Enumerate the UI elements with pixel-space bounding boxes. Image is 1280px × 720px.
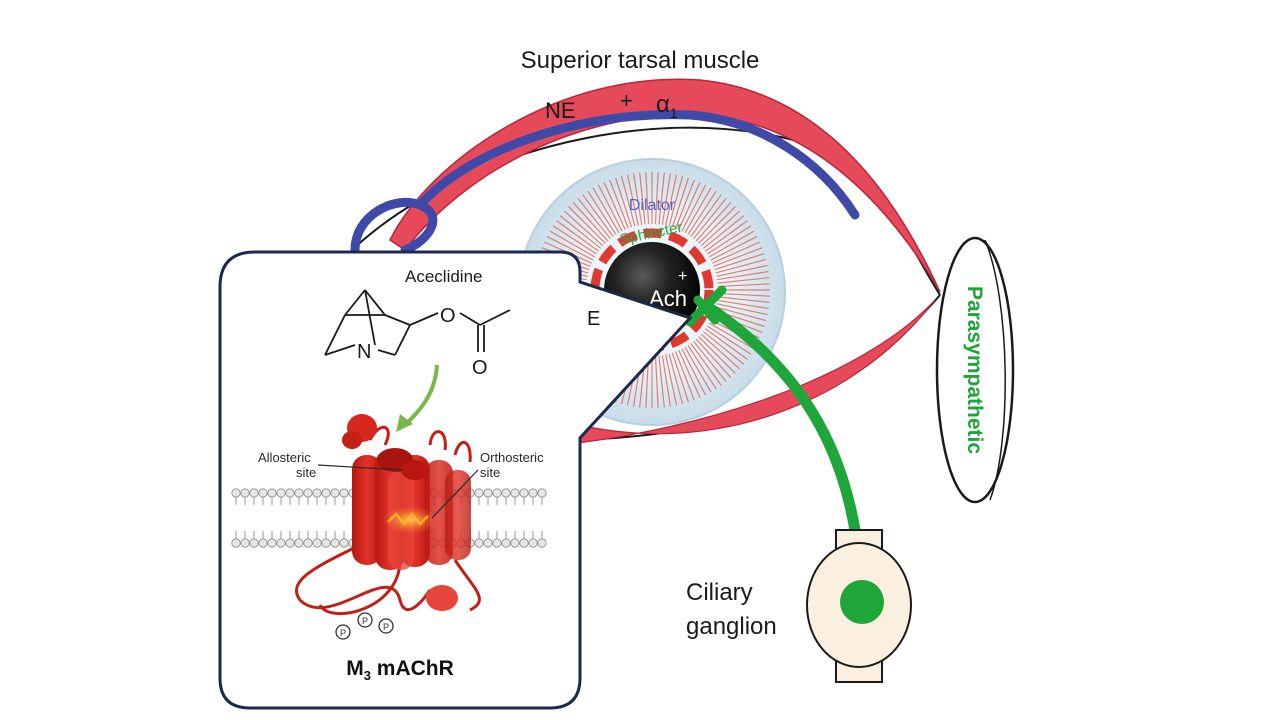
parasympathetic-label: Parasympathetic bbox=[963, 286, 986, 454]
parasympathetic-badge: Parasympathetic bbox=[935, 236, 1015, 504]
ciliary-label-line2: ganglion bbox=[686, 613, 777, 640]
plus-label: + bbox=[620, 88, 633, 113]
ne-label: NE bbox=[545, 98, 576, 123]
allosteric-label-line2: site bbox=[296, 465, 316, 480]
receptor-title: M3 mAChR bbox=[346, 657, 454, 683]
alpha1-label: α1 bbox=[656, 91, 678, 121]
ciliary-label-line1: Ciliary bbox=[686, 579, 753, 606]
svg-text:P: P bbox=[340, 628, 346, 638]
atom-o-ester: O bbox=[440, 305, 456, 327]
nerve-terminal bbox=[685, 285, 727, 327]
svg-text:P: P bbox=[383, 622, 389, 632]
phosphate-groups: P P P bbox=[335, 612, 394, 640]
aceclidine-label: Aceclidine bbox=[405, 267, 483, 286]
aceclidine-structure bbox=[324, 289, 511, 356]
muscle-title: Superior tarsal muscle bbox=[521, 47, 760, 74]
ach-plus-label: + bbox=[678, 268, 687, 285]
orthosteric-label-line1: Orthosteric bbox=[480, 450, 544, 465]
allosteric-label-line1: Allosteric bbox=[258, 450, 311, 465]
lower-muscle-band bbox=[559, 299, 936, 446]
binding-arrow bbox=[396, 364, 439, 432]
orthosteric-label-line2: site bbox=[480, 465, 500, 480]
superior-tarsal-muscle-band bbox=[389, 78, 941, 293]
atom-o-carbonyl: O bbox=[472, 357, 488, 379]
site-leader-lines bbox=[317, 464, 479, 519]
m3-receptor bbox=[295, 414, 481, 615]
atom-n: N bbox=[357, 341, 371, 363]
ciliary-ganglion bbox=[806, 529, 912, 683]
dilator-label: Dilator bbox=[629, 197, 676, 214]
ne-partial-label: E bbox=[587, 308, 600, 330]
svg-text:P: P bbox=[362, 616, 368, 626]
dilator-nerve-fiber bbox=[350, 110, 860, 255]
